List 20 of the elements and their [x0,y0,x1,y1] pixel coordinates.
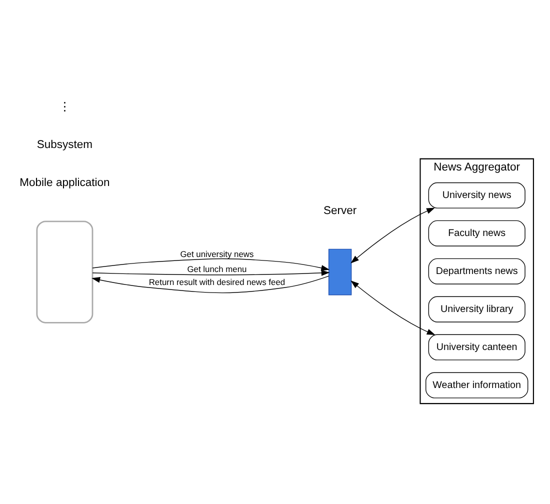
label: ⋮ [59,101,70,114]
node-box [36,220,94,324]
arrow [92,258,330,271]
label: Mobile application [20,177,110,190]
arrow [350,208,436,264]
label: Subsystem [36,139,93,152]
node-box: Faculty news [428,220,526,246]
node-box: Weather information [426,372,528,398]
node-box [328,248,352,296]
edge-label: Get university news [180,248,254,259]
edge-label: Return result with desired news feed [148,277,286,288]
node-box: University library [428,296,526,322]
node-box: University canteen [428,334,526,360]
label: Server [323,205,357,218]
edge-label: Get lunch menu [187,264,247,274]
arrow [350,280,436,336]
node-box: Departments news [428,258,526,284]
arrow [92,276,330,294]
arrow [92,270,330,276]
node-box: University news [428,182,526,208]
